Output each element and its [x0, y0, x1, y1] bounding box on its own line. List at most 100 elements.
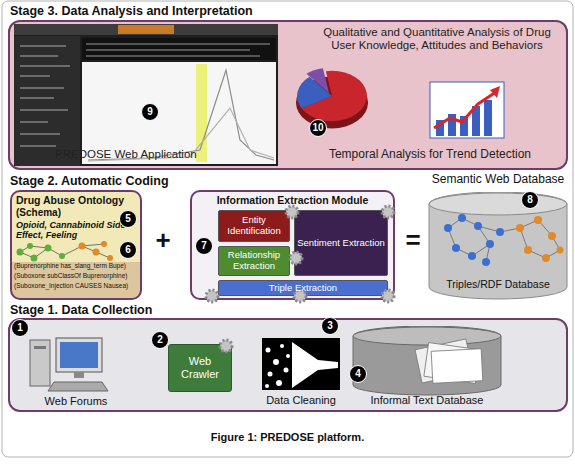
- funnel-icon: [268, 372, 273, 377]
- funnel-icon: [273, 359, 279, 365]
- rdf-graph: [486, 240, 494, 248]
- box-title: Information Extraction Module: [192, 194, 393, 206]
- web-app-screenshot: [86, 44, 270, 45]
- box-title: Drug Abuse Ontology: [16, 194, 140, 206]
- cylinder-body: [429, 192, 567, 299]
- rdf-graph: [444, 224, 452, 232]
- rdf-graph: [542, 254, 550, 262]
- web-app-screenshot: [20, 65, 70, 67]
- cylinder-body: [353, 326, 501, 395]
- rdf-graph: [482, 258, 490, 266]
- ontology-graph: [31, 255, 38, 262]
- callout-number: 2: [151, 331, 169, 349]
- callout-number: 3: [321, 317, 339, 335]
- web-app-screenshot: [20, 109, 68, 111]
- web-app-screenshot: [20, 145, 56, 147]
- triple-example: (Suboxone subClassOf Buprenorphine): [14, 272, 140, 279]
- database-label: Informal Text Database: [342, 394, 512, 407]
- trend-chart: [484, 100, 492, 136]
- process-label: Entity Identification: [219, 211, 289, 241]
- funnel-icon: [265, 384, 269, 388]
- rdf-graph: [516, 224, 524, 232]
- computer-icon: [34, 346, 46, 349]
- ontology-graph: [107, 255, 113, 261]
- funnel-icon: [276, 380, 282, 386]
- icon-label: Web Forums: [30, 395, 122, 408]
- web-app-screenshot: [20, 55, 58, 57]
- web-app-screenshot: [20, 87, 64, 89]
- computer-icon: [74, 372, 84, 378]
- triple-example: (Suboxone_Injection CAUSES Nausea): [14, 282, 140, 289]
- database-heading: Semantic Web Database: [416, 173, 575, 187]
- ontology-graph: [93, 249, 100, 256]
- process-box: Relationship Extraction: [218, 246, 290, 276]
- web-app-screenshot: [118, 25, 174, 34]
- web-app-screenshot: [88, 70, 274, 160]
- figure-frame: [2, 1, 573, 457]
- web-app-screenshot: [20, 121, 48, 123]
- callout-number: 5: [119, 210, 137, 228]
- operator-symbol: =: [396, 226, 430, 256]
- rdf-graph: [452, 244, 460, 252]
- process-label: Sentiment Extraction: [295, 211, 387, 275]
- app-label: PREDOSE Web Application: [55, 148, 235, 161]
- process-label: Triple Extraction: [219, 281, 387, 295]
- process-box: Sentiment Extraction: [294, 210, 388, 276]
- callout-number: 4: [349, 365, 367, 383]
- stage-heading: Stage 3. Data Analysis and Interpretatio…: [10, 4, 430, 18]
- ontology-graph: [45, 245, 52, 252]
- callout-number: 6: [119, 241, 137, 259]
- web-app-screenshot: [20, 46, 70, 146]
- ontology-graph: [101, 241, 107, 247]
- rdf-graph: [474, 222, 482, 230]
- trend-chart: [490, 86, 500, 98]
- cylinder-top: [353, 327, 501, 345]
- paper-stack: [431, 349, 483, 384]
- cylinder-top: [429, 193, 567, 215]
- concept-list: Opioid, Cannabinoid Side Effect, Feeling: [16, 220, 126, 241]
- web-app-screenshot: [86, 56, 260, 57]
- process-label: Relationship Extraction: [219, 247, 289, 275]
- rdf-graph: [534, 216, 542, 224]
- web-app-screenshot: [20, 45, 66, 47]
- operator-symbol: +: [146, 226, 180, 256]
- rdf-graph: [496, 228, 504, 236]
- trend-chart: [430, 82, 504, 138]
- ontology-graph: [17, 249, 24, 256]
- analysis-label: Qualitative and Quantitative Analysis of…: [322, 26, 552, 52]
- gear-icon: [220, 340, 232, 352]
- callout-number: 10: [309, 119, 327, 137]
- ontology-graph: [59, 253, 65, 259]
- trend-chart: [434, 92, 496, 128]
- web-app-screenshot: [82, 38, 276, 60]
- process-box: Triple Extraction: [218, 280, 388, 296]
- funnel-icon: [280, 344, 284, 348]
- process-box: Entity Identification: [218, 210, 290, 242]
- rdf-graph: [548, 232, 556, 240]
- rdf-graph: [468, 252, 476, 260]
- figure-caption: Figure 1: PREDOSE platform.: [0, 431, 575, 443]
- process-label: Web Crawler: [177, 345, 223, 391]
- box-subtitle: (Schema): [16, 207, 116, 219]
- rdf-graph: [557, 247, 564, 254]
- funnel-icon: [286, 354, 290, 358]
- analysis-label: Temporal Analysis for Trend Detection: [300, 148, 560, 162]
- process-box: Web Crawler: [168, 344, 232, 392]
- gear-icon: [286, 206, 298, 218]
- web-app-screenshot: [20, 97, 54, 99]
- computer-icon: [56, 338, 102, 372]
- funnel-icon: [284, 368, 289, 373]
- web-app-screenshot: [14, 24, 278, 166]
- gear-icon: [206, 290, 218, 302]
- stage-heading: Stage 2. Automatic Coding: [10, 174, 270, 188]
- rdf-graph: [524, 246, 532, 254]
- funnel-icon: [266, 348, 271, 353]
- process-label: Data Cleaning: [251, 394, 351, 407]
- callout-number: 7: [195, 237, 213, 255]
- web-app-screenshot: [20, 75, 50, 77]
- callout-number: 8: [521, 191, 539, 209]
- callout-number: 9: [141, 103, 159, 121]
- stage-heading: Stage 1. Data Collection: [10, 303, 310, 317]
- trend-chart: [430, 82, 504, 138]
- triple-example: (Buprenorphine has_slang_term Bupe): [14, 262, 140, 269]
